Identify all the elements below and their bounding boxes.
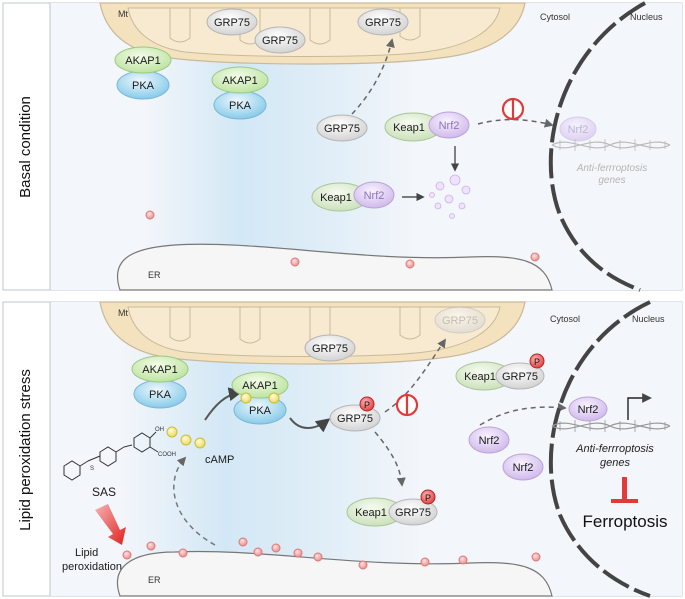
grp75-mito-faded: GRP75 xyxy=(434,306,486,334)
dna-helix xyxy=(551,420,671,432)
sas-label: SAS xyxy=(92,485,116,499)
svg-text:Nrf2: Nrf2 xyxy=(364,190,385,202)
genes-label-line2: genes xyxy=(598,175,625,186)
svg-text:GRP75: GRP75 xyxy=(324,123,360,135)
svg-text:S: S xyxy=(90,466,94,472)
grp75-cytosol: GRP75 xyxy=(316,114,368,142)
svg-text:GRP75: GRP75 xyxy=(214,17,250,29)
transcription-start-arrow xyxy=(627,393,652,420)
sas-induces-arrow xyxy=(95,504,126,545)
lipid-dots-bottom xyxy=(122,537,541,570)
cytosol-label: Cytosol xyxy=(550,314,580,324)
akap1-pka-left: PKA AKAP1 xyxy=(114,46,172,100)
inhibit-icon xyxy=(395,393,419,417)
svg-text:GRP75: GRP75 xyxy=(502,371,538,383)
svg-text:AKAP1: AKAP1 xyxy=(242,380,277,392)
svg-text:Nrf2: Nrf2 xyxy=(578,404,599,416)
cytosol-glow xyxy=(145,30,415,285)
genes-label-line1: Anti-ferrroptosis xyxy=(575,443,654,455)
grp75-import-arrow xyxy=(384,338,446,413)
grp75-mito-1: GRP75 xyxy=(206,8,258,36)
genes-label-line2: genes xyxy=(600,457,630,469)
side-label: Basal condition xyxy=(17,96,34,198)
inhibit-icon xyxy=(501,97,525,121)
nrf2-nuclear: Nrf2 xyxy=(568,396,608,422)
degradation-fragments xyxy=(429,174,471,219)
er-label: ER xyxy=(148,575,161,585)
dna-helix xyxy=(551,139,671,151)
svg-text:GRP75: GRP75 xyxy=(262,35,298,47)
grp75-binding-arrow xyxy=(374,431,406,487)
mitochondrion: Mt xyxy=(99,301,526,365)
svg-text:GRP75: GRP75 xyxy=(395,507,431,519)
phosphorylation-arrow xyxy=(289,417,331,433)
panel-basal: Basal condition Mt GRP75 GRP75 GRP75 PKA xyxy=(2,1,683,292)
akap1-pka-left: PKA AKAP1 xyxy=(131,355,189,409)
sas-structure-icon xyxy=(63,431,159,481)
svg-text:PKA: PKA xyxy=(149,389,172,401)
svg-text:PKA: PKA xyxy=(132,80,155,92)
nucleus-label: Nucleus xyxy=(632,314,665,324)
nrf2-free-1: Nrf2 xyxy=(468,426,510,454)
er-membrane xyxy=(116,243,553,291)
svg-text:Nrf2: Nrf2 xyxy=(513,462,534,474)
camp-label: cAMP xyxy=(205,454,234,466)
svg-text:P: P xyxy=(364,400,370,410)
svg-text:GRP75: GRP75 xyxy=(312,343,348,355)
svg-text:GRP75: GRP75 xyxy=(442,315,478,327)
side-label: Lipid peroxidation stress xyxy=(17,369,34,531)
nrf2-free-2: Nrf2 xyxy=(502,453,544,481)
lipid-dots-top xyxy=(145,210,540,269)
svg-text:Nrf2: Nrf2 xyxy=(439,120,460,132)
nuclear-envelope xyxy=(548,1,646,292)
lipid-label-line2: peroxidation xyxy=(62,561,122,573)
keap1-grp75-complex-upper: Keap1 GRP75 P xyxy=(455,353,545,391)
svg-text:GRP75: GRP75 xyxy=(365,17,401,29)
genes-label-line1: Anti-ferrroptosis xyxy=(576,163,648,174)
lipid-label-line1: Lipid xyxy=(75,547,98,559)
camp-molecules: cAMP xyxy=(166,426,234,466)
akap1-pka-middle: PKA AKAP1 xyxy=(211,66,269,120)
grp75-mito-2: GRP75 xyxy=(254,26,306,54)
svg-text:Nrf2: Nrf2 xyxy=(479,435,500,447)
svg-text:AKAP1: AKAP1 xyxy=(142,364,177,376)
akap1-pka-active: PKA AKAP1 xyxy=(231,371,289,425)
svg-text:GRP75: GRP75 xyxy=(337,413,373,425)
svg-text:P: P xyxy=(534,357,540,367)
svg-text:Keap1: Keap1 xyxy=(464,371,496,383)
svg-text:OH: OH xyxy=(155,427,164,433)
svg-text:Keap1: Keap1 xyxy=(355,507,387,519)
grp75-mito: GRP75 xyxy=(304,334,356,362)
cytosol-label: Cytosol xyxy=(540,12,570,22)
er-label: ER xyxy=(148,270,161,280)
mt-label: Mt xyxy=(118,308,128,318)
svg-text:AKAP1: AKAP1 xyxy=(125,55,160,67)
svg-text:Keap1: Keap1 xyxy=(320,192,352,204)
inhibition-bar xyxy=(611,477,638,503)
svg-text:P: P xyxy=(425,493,431,503)
grp75-import-arrow xyxy=(351,38,395,115)
svg-text:AKAP1: AKAP1 xyxy=(222,75,257,87)
svg-text:PKA: PKA xyxy=(249,405,272,417)
keap1-nrf2-complex-lower: Keap1 Nrf2 xyxy=(311,181,395,212)
grp75-phospho: GRP75 P xyxy=(329,396,381,432)
camp-binding-arrow xyxy=(204,387,243,421)
svg-text:PKA: PKA xyxy=(229,100,252,112)
nrf2-translocation-arrow xyxy=(477,118,554,128)
nrf2-nuclear-faded: Nrf2 xyxy=(559,116,597,142)
nucleus-label: Nucleus xyxy=(630,12,663,22)
svg-text:COOH: COOH xyxy=(158,452,176,458)
keap1-grp75-complex-lower: Keap1 GRP75 P xyxy=(346,489,438,527)
grp75-mito-3: GRP75 xyxy=(357,8,409,36)
nuclear-envelope xyxy=(548,300,651,598)
svg-text:Keap1: Keap1 xyxy=(393,122,425,134)
svg-text:Nrf2: Nrf2 xyxy=(568,124,589,136)
ferroptosis-label: Ferroptosis xyxy=(582,512,667,531)
mt-label: Mt xyxy=(118,9,128,19)
panel-stress: Lipid peroxidation stress Mt GRP75 GRP75… xyxy=(2,300,683,598)
keap1-nrf2-complex-upper: Keap1 Nrf2 xyxy=(384,111,470,142)
